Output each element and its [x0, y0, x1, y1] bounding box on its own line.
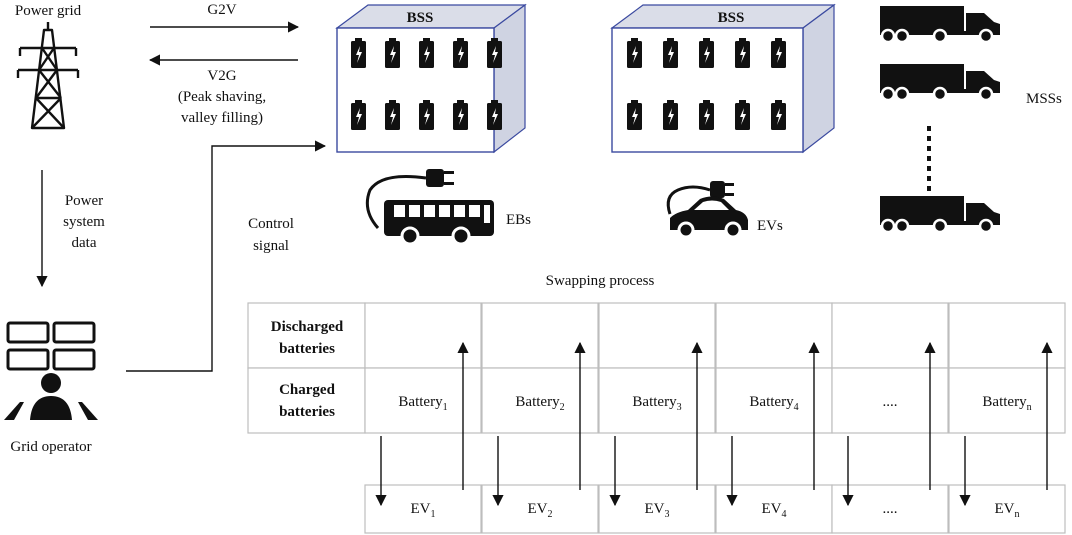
- power-tower-icon: [16, 22, 80, 130]
- battery-icon: [419, 100, 434, 130]
- ebs-label: EBs: [506, 212, 531, 228]
- truck-ellipsis-dots: [927, 126, 931, 191]
- ev-cell: [831, 484, 949, 534]
- ev-label: ....: [883, 501, 898, 517]
- battery-icon: [663, 100, 678, 130]
- bss-1-box: [335, 3, 527, 154]
- v2g-sub-label-2: valley filling): [181, 110, 263, 126]
- battery-icon: [735, 100, 750, 130]
- ev-label: EV2: [528, 501, 553, 520]
- charged-battery-cell: [598, 367, 716, 434]
- evs-label: EVs: [757, 218, 783, 234]
- power-grid-label: Power grid: [15, 3, 82, 19]
- truck-icon: [880, 6, 1000, 44]
- battery-icon: [351, 38, 366, 68]
- swapping-table: [247, 302, 1066, 534]
- discharged-row-label-1: Discharged: [271, 319, 344, 335]
- battery-icon: [735, 38, 750, 68]
- plug-icon: [710, 181, 734, 198]
- ev-label: EV1: [411, 501, 436, 520]
- control-signal-label-2: signal: [253, 238, 289, 254]
- discharged-battery-cell: [831, 302, 949, 369]
- charged-battery-cell: [364, 367, 482, 434]
- charged-battery-cell: [948, 367, 1066, 434]
- v2g-label: V2G: [207, 68, 236, 84]
- discharged-row-label-2: batteries: [279, 341, 335, 357]
- battery-icon: [627, 38, 642, 68]
- discharged-battery-cell: [364, 302, 482, 369]
- v2g-sub-label-1: (Peak shaving,: [178, 89, 266, 105]
- ev-cell: [598, 484, 716, 534]
- battery-icon: [453, 100, 468, 130]
- battery-label: Battery2: [515, 394, 564, 413]
- ev-cell: [715, 484, 833, 534]
- plug-icon: [426, 169, 454, 187]
- battery-icon: [487, 100, 502, 130]
- ev-cell: [364, 484, 482, 534]
- charged-row-label-2: batteries: [279, 404, 335, 420]
- battery-icon: [699, 100, 714, 130]
- charged-battery-cell: [831, 367, 949, 434]
- grid-operator-label: Grid operator: [10, 439, 91, 455]
- battery-label: Battery3: [632, 394, 681, 413]
- charged-row-label-1: Charged: [279, 382, 335, 398]
- truck-icon: [880, 64, 1000, 102]
- charged-battery-cell: [481, 367, 599, 434]
- battery-icon: [419, 38, 434, 68]
- g2v-label: G2V: [207, 2, 236, 18]
- power-system-data-label-1: Power: [65, 193, 103, 209]
- bss-1-label: BSS: [407, 10, 434, 26]
- bss-2-label: BSS: [718, 10, 745, 26]
- battery-icon: [771, 38, 786, 68]
- battery-icon: [771, 100, 786, 130]
- battery-label: ....: [883, 394, 898, 410]
- ev-label: EVn: [995, 501, 1020, 520]
- bss-1-battery-grid: [351, 38, 502, 130]
- battery-icon: [663, 38, 678, 68]
- mss-label: MSSs: [1026, 91, 1062, 107]
- discharged-battery-cell: [598, 302, 716, 369]
- battery-label: Battery4: [749, 394, 798, 413]
- bss-2-battery-grid: [627, 38, 786, 130]
- charged-battery-cell: [715, 367, 833, 434]
- battery-label: Battery1: [398, 394, 447, 413]
- battery-icon: [385, 100, 400, 130]
- battery-icon: [453, 38, 468, 68]
- control-signal-label-1: Control: [248, 216, 294, 232]
- discharged-battery-cell: [481, 302, 599, 369]
- battery-label: Batteryn: [982, 394, 1031, 413]
- truck-icon: [880, 196, 1000, 234]
- bss-2-box: [610, 3, 836, 154]
- ev-cell: [948, 484, 1066, 534]
- ev-label: EV3: [645, 501, 670, 520]
- power-system-data-label-2: system: [63, 214, 105, 230]
- electric-bus-icon: [365, 169, 494, 246]
- mss-truck-group: [880, 6, 1000, 234]
- battery-icon: [385, 38, 400, 68]
- battery-icon: [699, 38, 714, 68]
- ev-cell: [481, 484, 599, 534]
- grid-operator-icon: [4, 321, 98, 420]
- ev-label: EV4: [762, 501, 787, 520]
- swapping-process-title: Swapping process: [546, 273, 655, 289]
- battery-icon: [487, 38, 502, 68]
- electric-car-icon: [666, 181, 748, 239]
- battery-icon: [351, 100, 366, 130]
- power-system-data-label-3: data: [72, 235, 97, 251]
- battery-icon: [627, 100, 642, 130]
